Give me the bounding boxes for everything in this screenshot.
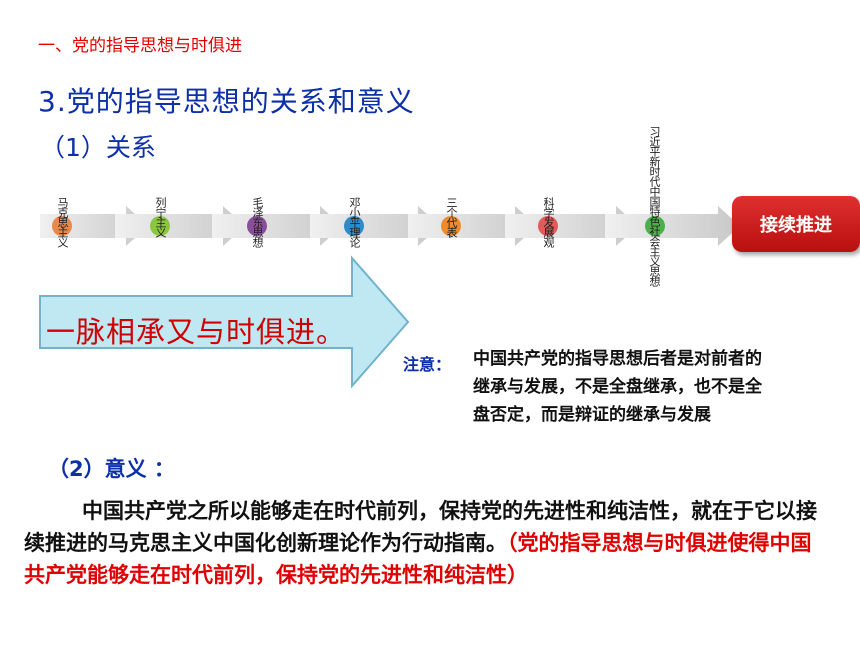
flow-node-label: 邓小平理论 [348,197,361,247]
flow-node-dot [344,216,364,236]
flow-arrow [310,206,440,246]
flow-arrow [605,206,740,246]
meaning-paragraph: 中国共产党之所以能够走在时代前列，保持党的先进性和纯洁性，就在于它以接续推进的马… [24,495,824,591]
note-text: 中国共产党的指导思想后者是对前者的继承与发展，不是全盘继承，也不是全盘否定，而是… [473,349,762,425]
continue-button[interactable]: 接续推进 [732,196,860,252]
flow-node-label: 马克思主义 [56,197,69,247]
big-arrow [39,255,410,389]
flow-node-dot [247,216,267,236]
flow-node-dot [538,216,558,236]
flow-node-label: 习近平新时代中国特色社会主义思想 [648,126,661,286]
relation-heading: （1）关系 [40,133,156,162]
flow-node-label: 三个代表 [445,197,458,237]
section-title: 一、党的指导思想与时俱进 [38,36,242,56]
flow-arrow [408,206,537,246]
flow-node-label: 毛泽东思想 [251,197,264,247]
flow-node-dot [645,216,665,236]
flow-arrow [212,206,342,246]
flow-node-dot [150,216,170,236]
flow-node-dot [441,216,461,236]
note-label: 注意： [403,355,452,374]
meaning-text: 中国共产党之所以能够走在时代前列，保持党的先进性和纯洁性，就在于它以接续推进的马… [24,499,817,555]
flow-node-dot [52,216,72,236]
flow-arrow [505,206,638,246]
flow-node-label: 列宁主义 [154,197,167,237]
big-arrow-text: 一脉相承又与时俱进。 [46,315,347,349]
flow-node-label: 科学发展观 [542,197,555,247]
meaning-text-highlight: （党的指导思想与时俱进使得中国共产党能够走在时代前列，保持党的先进性和纯洁性） [24,531,812,587]
page-title: 3.党的指导思想的关系和意义 [38,85,415,118]
meaning-heading: （2）意义 ： [48,457,175,481]
flow-diagram [39,206,740,389]
